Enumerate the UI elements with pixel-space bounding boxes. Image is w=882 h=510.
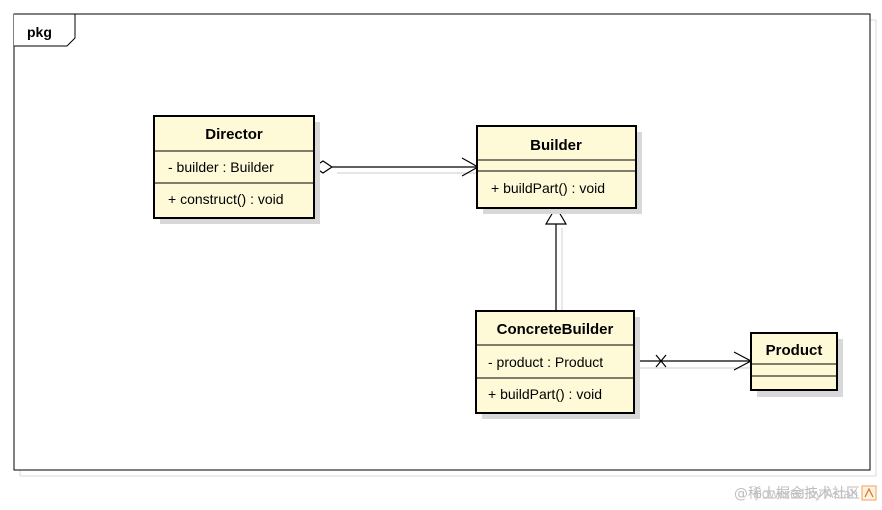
generalization-triangle: [544, 205, 568, 225]
class-name: Director: [205, 126, 263, 143]
package-frame: pkg: [13, 13, 877, 477]
class-attribute: - builder : Builder: [168, 159, 274, 175]
class-product[interactable]: Product: [750, 332, 843, 397]
class-concrete-builder[interactable]: ConcreteBuilder - product : Product + bu…: [475, 310, 640, 419]
class-attribute: - product : Product: [488, 354, 603, 370]
generalization-edge: [544, 205, 568, 311]
class-name: Builder: [530, 137, 582, 154]
package-label: pkg: [27, 24, 52, 40]
class-director[interactable]: Director - builder : Builder + construct…: [153, 115, 320, 224]
astah-logo-icon: [861, 485, 877, 501]
class-builder[interactable]: Builder + buildPart() : void: [476, 125, 642, 214]
class-operation: + buildPart() : void: [491, 180, 605, 196]
class-name: Product: [766, 342, 823, 359]
community-watermark: @稀土掘金技术社区: [734, 486, 860, 502]
class-name: ConcreteBuilder: [497, 321, 614, 338]
watermark: powered by Astah @稀土掘金技术社区: [734, 485, 877, 502]
package-tab: [14, 13, 76, 47]
powered-by-watermark: powered by Astah: [755, 486, 858, 501]
class-operation: + construct() : void: [168, 191, 284, 207]
non-navigable-x-icon: [655, 354, 667, 368]
class-operation: + buildPart() : void: [488, 386, 602, 402]
